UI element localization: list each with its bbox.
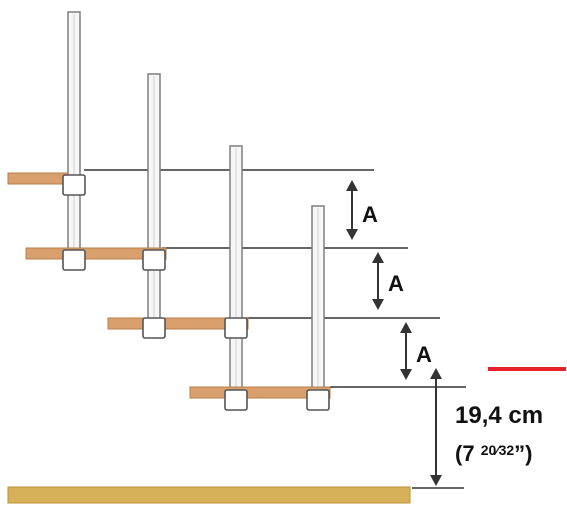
clamp-2 [62,249,86,271]
clamp-7 [306,389,330,411]
post-3 [229,145,243,409]
rise-arrow-3 [400,322,412,380]
rise-label-a-1: A [362,202,378,227]
tread-2 [25,247,167,260]
rise-arrow-bottom [430,368,442,486]
bottom-rise-imperial-open: (7 [455,441,481,466]
rise-label-a-3: A [416,342,432,367]
clamp-4 [142,317,166,339]
clamp-3 [142,249,166,271]
bottom-rise-imperial-close: ”) [514,441,532,466]
tread-4 [189,386,331,399]
tread-3 [107,317,249,330]
bottom-rise-imperial-fraction: 20⁄32 [481,442,515,458]
clamp-6 [224,389,248,411]
rise-arrow-2 [372,252,384,310]
red-accent-mark [488,367,566,371]
clamps [62,174,330,411]
clamp-5 [224,317,248,339]
bottom-rise-imperial-label: (7 20⁄32”) [455,441,533,466]
tread-1 [7,172,69,185]
post-4 [311,205,325,409]
bottom-rise-metric-label: 19,4 cm [455,402,543,429]
rise-label-a-2: A [388,271,404,296]
rise-arrow-1 [346,180,358,240]
post-2 [147,73,161,335]
clamp-1 [62,174,86,196]
level-lines [84,169,466,489]
floor-slab [7,486,411,504]
treads [7,172,331,399]
posts [67,11,325,409]
rise-arrows [346,180,442,486]
post-1 [67,11,81,263]
